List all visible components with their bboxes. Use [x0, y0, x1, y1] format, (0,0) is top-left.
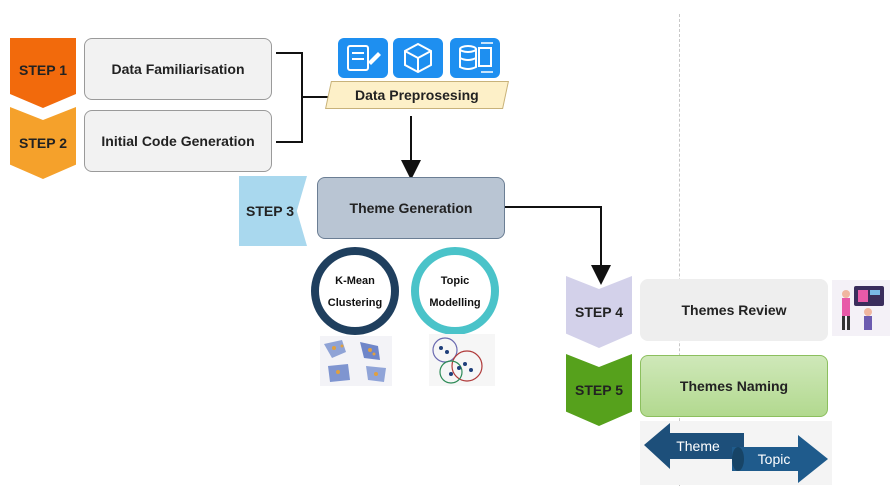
step-3-label: STEP 3: [246, 203, 294, 219]
clipboard-icon: [338, 38, 388, 78]
theme-generation-label: Theme Generation: [349, 200, 473, 216]
topic-illustration: [429, 334, 495, 386]
step-1-label: STEP 1: [19, 62, 67, 78]
data-familiarisation-box: Data Familiarisation: [84, 38, 272, 100]
initial-code-generation-label: Initial Code Generation: [101, 133, 255, 149]
themes-naming-box: Themes Naming: [640, 355, 828, 417]
kmeans-ring: K-Mean Clustering: [309, 245, 401, 337]
kmeans-label-2: Clustering: [327, 297, 383, 309]
database-transfer-icon: [450, 38, 500, 78]
step-4-label: STEP 4: [575, 304, 623, 320]
theme-topic-panel: Theme Topic: [640, 421, 832, 485]
topic-label-1: Topic: [440, 275, 470, 287]
clustering-illustration: [320, 336, 392, 386]
review-illustration: [832, 280, 890, 336]
step-3-chevron: STEP 3: [239, 176, 307, 246]
dashed-divider: [679, 14, 680, 486]
topic-label-2: Modelling: [429, 297, 481, 309]
themes-review-label: Themes Review: [681, 302, 787, 318]
cube-icon: [393, 38, 443, 78]
theme-arrow-left: [644, 423, 744, 469]
theme-arrow-label: Theme: [676, 438, 720, 454]
topic-ring: Topic Modelling: [409, 245, 501, 337]
topic-ring-circle: [411, 247, 499, 335]
themes-naming-label: Themes Naming: [679, 378, 789, 394]
bracket-connector: [276, 52, 303, 143]
topic-arrow-right: [732, 435, 828, 483]
theme-generation-box: Theme Generation: [317, 177, 505, 239]
kmeans-ring-circle: [311, 247, 399, 335]
data-preprocessing-box: Data Preprosesing: [325, 81, 509, 109]
topic-arrow-label: Topic: [757, 451, 791, 467]
step-5-label: STEP 5: [575, 382, 623, 398]
kmeans-label-1: K-Mean: [335, 275, 375, 287]
data-preprocessing-label: Data Preprosesing: [355, 87, 479, 103]
initial-code-generation-box: Initial Code Generation: [84, 110, 272, 172]
themes-review-box: Themes Review: [640, 279, 828, 341]
step-1-chevron: STEP 1: [10, 38, 76, 108]
data-familiarisation-label: Data Familiarisation: [111, 61, 245, 77]
step-2-label: STEP 2: [19, 135, 67, 151]
arrow-to-step4: [505, 206, 611, 285]
